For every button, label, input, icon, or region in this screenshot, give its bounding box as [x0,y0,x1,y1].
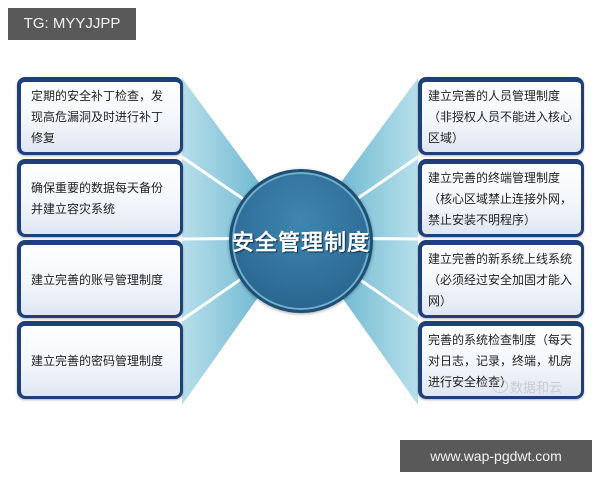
left-node-2: 确保重要的数据每天备份并建立容灾系统 [17,159,183,237]
left-node-1-text: 定期的安全补丁检查，发现高危漏洞及时进行补丁修复 [31,88,164,145]
right-node-2: 建立完善的终端管理制度（核心区域禁止连接外网，禁止安装不明程序） [418,159,584,237]
right-node-1-text: 建立完善的人员管理制度（非授权人员不能进入核心区域） [428,88,573,145]
left-node-4-text: 建立完善的密码管理制度 [31,353,164,368]
left-node-3-text: 建立完善的账号管理制度 [31,272,164,287]
right-node-2-text: 建立完善的终端管理制度（核心区域禁止连接外网，禁止安装不明程序） [428,170,573,227]
left-node-1: 定期的安全补丁检查，发现高危漏洞及时进行补丁修复 [17,77,183,155]
watermark-top-left: TG: MYYJJPP [8,8,136,40]
center-node: 安全管理制度 [229,169,373,313]
wechat-icon [492,379,508,393]
right-node-1: 建立完善的人员管理制度（非授权人员不能进入核心区域） [418,77,584,155]
right-node-4-text: 完善的系统检查制度（每天对日志，记录，终端，机房进行安全检查） [428,332,573,389]
center-node-title: 安全管理制度 [232,231,371,256]
right-node-3: 建立完善的新系统上线系统（必须经过安全加固才能入网） [418,240,584,318]
watermark-bottom-right: www.wap-pgdwt.com [400,440,592,472]
right-node-4: 完善的系统检查制度（每天对日志，记录，终端，机房进行安全检查） [418,321,584,399]
source-watermark: 数据和云 [510,381,563,396]
left-node-4: 建立完善的密码管理制度 [17,321,183,399]
left-node-2-text: 确保重要的数据每天备份并建立容灾系统 [31,181,164,216]
right-node-3-text: 建立完善的新系统上线系统（必须经过安全加固才能入网） [428,251,573,308]
left-node-3: 建立完善的账号管理制度 [17,240,183,318]
